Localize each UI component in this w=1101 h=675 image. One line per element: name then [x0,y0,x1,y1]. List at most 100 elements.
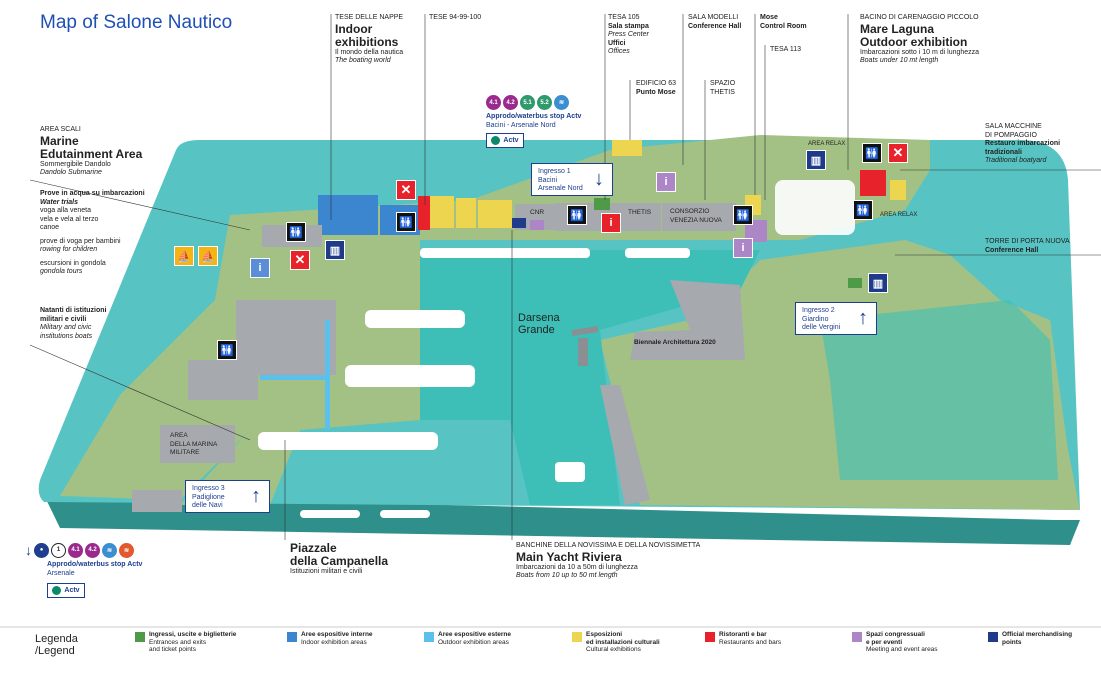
text: AREA RELAX [808,141,846,147]
text: TESA 105 [608,14,640,21]
entrance-2[interactable]: Ingresso 2 Giardino delle Vergini ↑ [795,302,877,335]
line-badge: 4.1 [68,542,83,558]
press-icon[interactable]: i [601,213,621,233]
tower-icon[interactable]: ▥ [868,273,888,293]
text: Indoor [335,21,373,36]
text: Arsenale [47,569,75,577]
conference-icon[interactable]: i [656,172,676,192]
label-relax-2: AREA RELAX [880,211,917,220]
building-yellow-2 [456,198,476,228]
text: delle Vergini [802,324,841,331]
line-badge: 5.1 [520,95,535,110]
restaurant-icon[interactable]: ✕ [290,250,310,270]
text: Press Center [608,31,649,38]
text: CNR [530,209,545,216]
museum-icon[interactable]: ▥ [806,150,826,170]
toilet-icon[interactable]: 🚻 [286,222,306,242]
text: Sommergibile Dandolo [40,160,111,168]
outdoor-dock [260,375,330,380]
legend-item-outdoor: Aree espositive esterne Outdoor exhibiti… [424,631,511,646]
text: delle Navi [192,502,223,509]
toilet-icon[interactable]: 🚻 [862,143,882,163]
text: tradizionali [985,148,1022,156]
building-purple-2 [530,220,544,230]
boat-icon[interactable]: ⛵ [174,246,194,266]
label-piazzale: Piazzale della Campanella Istituzioni mi… [290,542,388,577]
label-tese-94: TESE 94-99-100 [429,14,481,23]
text: TESA 113 [770,46,802,53]
label-bacino: BACINO DI CARENAGGIO PICCOLO Mare Laguna… [860,14,979,66]
text: Entrances and exits [149,638,207,646]
text: Ingresso 3 [192,485,225,492]
text: Giardino [802,315,829,323]
text: /Legend [35,645,75,657]
text: militari e civili [40,315,87,323]
restaurant-icon[interactable]: ✕ [888,143,908,163]
museum-icon[interactable]: ▥ [325,240,345,260]
gondola-icon[interactable]: ⛵ [198,246,218,266]
conference-icon[interactable]: i [733,238,753,258]
text: Ingresso 1 [538,168,571,175]
text: TESE 94-99-100 [429,14,482,21]
toilet-icon[interactable]: 🚻 [396,212,416,232]
text: SALA MODELLI [688,14,739,21]
inner-basin [820,300,1058,480]
text: TORRE DI PORTA NUOVA [985,238,1070,245]
text: Boats from 10 up to 50 mt length [516,572,618,579]
text: Ingresso 2 [802,307,835,314]
text: Aree espositive esterne [438,631,511,638]
text: Restauro imbarcazioni [985,140,1061,147]
line-badge: 4.2 [503,95,518,110]
text: institutions boats [40,332,93,340]
text: Conference Hall [688,22,742,30]
text: canoe [40,224,60,231]
label-stop-top: Approdo/waterbus stop Actv Bacini - Arse… [486,113,581,130]
entrance-1[interactable]: Ingresso 1 Bacini Arsenale Nord ↓ [531,163,613,196]
label-cnr: CNR [530,209,544,218]
toilet-icon[interactable]: 🚻 [853,200,873,220]
actv-logo-top: Actv [486,133,524,148]
text: Edutainment Area [40,146,143,161]
crane [572,326,598,366]
arrow-up-icon: ↑ [858,307,868,329]
text: MILITARE [170,449,200,456]
building-yellow-top [612,140,642,156]
waterbus-icon: ≋ [119,542,134,558]
label-torre: TORRE DI PORTA NUOVA Conference Hall [985,238,1070,255]
label-tesa-113: TESA 113 [770,46,801,55]
entrance-3[interactable]: Ingresso 3 Padiglione delle Navi ↑ [185,480,270,513]
text: Outdoor exhibition areas [438,638,509,646]
building-marina [160,425,235,463]
toilet-icon[interactable]: 🚻 [733,205,753,225]
text: THETIS [710,88,735,96]
text: Arsenale Nord [538,185,583,192]
text: exhibitions [335,34,399,49]
text: voga alla veneta [40,207,91,214]
building-tese-nappe [318,195,378,235]
label-relax-1: AREA RELAX [808,140,845,149]
text: Natanti di istituzioni [40,307,107,314]
leader-lines [0,14,1101,628]
label-stop-bottom: Approdo/waterbus stop Actv Arsenale [47,561,142,578]
toilet-icon[interactable]: 🚻 [217,340,237,360]
label-spazio-thetis: SPAZIO THETIS [710,80,735,97]
arrow-up-icon: ↑ [251,485,261,507]
waterbus-icon: ≋ [102,542,117,558]
text: Actv [64,587,80,594]
text: SPAZIO [710,80,736,87]
label-thetis-building: THETIS [628,209,651,218]
toilet-icon[interactable]: 🚻 [567,205,587,225]
legend-swatch [572,632,582,642]
waterbus-icon: ≋ [554,95,569,110]
arrow-down-icon: ↓ [594,168,604,190]
building-navy-1 [512,218,526,228]
text: Main Yacht Riviera [516,549,622,564]
text: BANCHINE DELLA NOVISSIMA E DELLA NOVISSI… [516,542,701,549]
text: escursioni in gondola [40,259,106,267]
info-icon[interactable]: i [250,258,270,278]
restaurant-icon[interactable]: ✕ [396,180,416,200]
text: TESE DELLE NAPPE [335,14,404,21]
page-title: Map of Salone Nautico [40,12,233,33]
text: AREA [170,432,188,439]
text: Il mondo della nautica [335,48,404,56]
